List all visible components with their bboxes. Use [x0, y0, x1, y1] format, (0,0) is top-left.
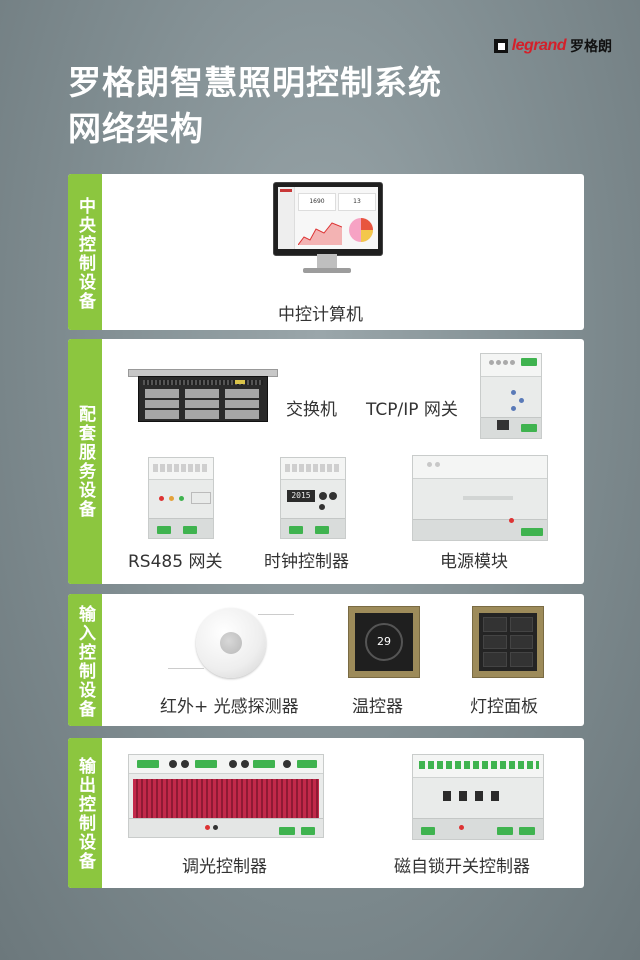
rs485-gateway-image: [148, 457, 214, 539]
legrand-logo: legrand 罗格朗: [493, 36, 612, 56]
light-control-panel-image: [472, 606, 544, 678]
section-label: 配套服务设备: [75, 405, 95, 519]
device-label-switch: 交换机: [286, 400, 337, 420]
section-label: 输出控制设备: [75, 757, 95, 871]
tcpip-gateway-image: [480, 353, 542, 439]
brand-name: legrand: [511, 37, 567, 54]
latching-switch-controller-image: [412, 754, 544, 840]
brand-name-cn: 罗格朗: [570, 39, 612, 55]
device-label-pir-sensor: 红外+ 光感探测器: [160, 697, 299, 717]
page-title-line2: 网络架构: [68, 109, 204, 148]
clock-controller-image: 2015: [280, 457, 346, 539]
device-label-dimming-controller: 调光控制器: [182, 857, 267, 877]
section-bar: [68, 339, 102, 584]
monitor-value-1: 1690: [298, 193, 336, 211]
section-label: 中央控制设备: [75, 197, 95, 311]
computer-monitor-image: 1690 13: [273, 182, 383, 280]
section-service-devices: 配套服务设备 交换机 TCP/IP 网关: [68, 339, 584, 584]
device-label-tcpip-gateway: TCP/IP 网关: [366, 400, 458, 420]
device-label-thermostat: 温控器: [352, 697, 403, 717]
section-bar: [68, 594, 102, 726]
monitor-value-2: 13: [338, 193, 376, 211]
network-switch-image: [128, 369, 278, 422]
device-label-central-pc: 中控计算机: [278, 305, 363, 325]
page-title-line1: 罗格朗智慧照明控制系统: [68, 63, 442, 102]
legrand-logo-mark: [493, 39, 508, 53]
section-central-control: 中央控制设备 1690 13 中控计算机: [68, 174, 584, 330]
section-label: 输入控制设备: [75, 605, 95, 719]
device-label-clock-controller: 时钟控制器: [264, 552, 349, 572]
clock-display: 2015: [287, 490, 315, 502]
section-bar: [68, 738, 102, 888]
section-input-devices: 输入控制设备 红外+ 光感探测器 29 温控器 灯控面板: [68, 594, 584, 726]
device-label-latching-switch-controller: 磁自锁开关控制器: [394, 857, 530, 877]
section-bar: [68, 174, 102, 330]
device-label-rs485-gateway: RS485 网关: [128, 552, 223, 572]
power-module-image: [412, 455, 548, 541]
device-label-light-panel: 灯控面板: [470, 697, 538, 717]
thermostat-display: 29: [365, 623, 403, 661]
pir-light-sensor-image: [192, 608, 272, 678]
device-label-power-module: 电源模块: [440, 552, 508, 572]
page-title: 罗格朗智慧照明控制系统 网络架构: [68, 60, 442, 152]
thermostat-image: 29: [348, 606, 420, 678]
section-output-devices: 输出控制设备 调光控制器 磁自锁开关控制器: [68, 738, 584, 888]
dimming-controller-image: [128, 754, 324, 838]
